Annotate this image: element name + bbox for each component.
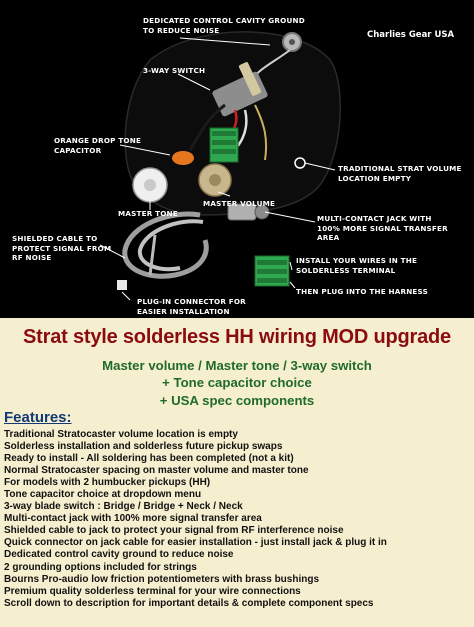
empty-volume-location-icon xyxy=(294,157,306,169)
feature-item: Multi-contact jack with 100% more signal… xyxy=(4,513,262,525)
callout-plug-connector: PLUG-IN CONNECTOR FOR EASIER INSTALLATIO… xyxy=(137,297,246,316)
callout-ground: DEDICATED CONTROL CAVITY GROUND TO REDUC… xyxy=(143,16,305,35)
feature-item: Bourns Pro-audio low friction potentiome… xyxy=(4,573,320,585)
solderless-terminal-icon xyxy=(209,127,239,163)
feature-item: Scroll down to description for important… xyxy=(4,597,374,609)
subtitle-line-1: Master volume / Master tone / 3-way swit… xyxy=(102,358,372,373)
callout-master-volume: MASTER VOLUME xyxy=(203,199,276,208)
feature-item: For models with 2 humbucker pickups (HH) xyxy=(4,477,211,489)
features-heading: Features: xyxy=(4,409,72,426)
output-jack-icon xyxy=(227,203,270,221)
feature-item: Premium quality solderless terminal for … xyxy=(4,585,301,597)
feature-item: Traditional Stratocaster volume location… xyxy=(4,429,238,440)
three-way-switch-icon xyxy=(212,62,268,117)
feature-item: 3-way blade switch : Bridge / Bridge + N… xyxy=(4,501,243,513)
callout-jack: MULTI-CONTACT JACK WITH 100% MORE SIGNAL… xyxy=(317,214,448,242)
feature-item: Solderless installation and solderless f… xyxy=(4,441,283,453)
feature-item: Shielded cable to jack to protect your s… xyxy=(4,525,344,537)
master-tone-pot-icon xyxy=(132,167,168,203)
callout-plug-harness: THEN PLUG INTO THE HARNESS xyxy=(296,287,428,296)
description-panel: Strat style solderless HH wiring MOD upg… xyxy=(0,318,474,627)
master-volume-pot-icon xyxy=(198,163,232,197)
feature-item: Normal Stratocaster spacing on master vo… xyxy=(4,465,309,477)
brand-label: Charlies Gear USA xyxy=(367,30,455,40)
features-list: Traditional Stratocaster volume location… xyxy=(4,429,387,610)
product-photo: Charlies Gear USA DEDICATED CONTROL CAVI… xyxy=(0,0,474,318)
subtitle-line-3: + USA spec components xyxy=(159,393,315,408)
callout-install-wires: INSTALL YOUR WIRES IN THE SOLDERLESS TER… xyxy=(296,256,418,275)
feature-item: Quick connector on jack cable for easier… xyxy=(4,537,387,549)
ground-lug-icon xyxy=(282,32,302,52)
feature-item: Tone capacitor choice at dropdown menu xyxy=(4,489,202,501)
subtitle-line-2: + Tone capacitor choice xyxy=(162,375,312,390)
feature-item: Ready to install - All soldering has bee… xyxy=(4,453,294,465)
feature-item: 2 grounding options included for strings xyxy=(4,561,197,573)
callout-shielded-cable: SHIELDED CABLE TO PROTECT SIGNAL FROM RF… xyxy=(12,234,112,262)
feature-item: Dedicated control cavity ground to reduc… xyxy=(4,549,234,561)
callout-master-tone: MASTER TONE xyxy=(118,209,178,218)
orange-drop-capacitor-icon xyxy=(172,151,194,165)
callout-capacitor: ORANGE DROP TONE CAPACITOR xyxy=(54,136,142,155)
product-title: Strat style solderless HH wiring MOD upg… xyxy=(23,326,451,348)
callout-switch: 3-WAY SWITCH xyxy=(143,66,206,75)
shielded-cable-icon xyxy=(117,211,209,290)
wiring-harness-illustration xyxy=(99,31,341,301)
callout-volume-location: TRADITIONAL STRAT VOLUME LOCATION EMPTY xyxy=(338,164,462,183)
loose-terminal-icon xyxy=(254,255,290,287)
